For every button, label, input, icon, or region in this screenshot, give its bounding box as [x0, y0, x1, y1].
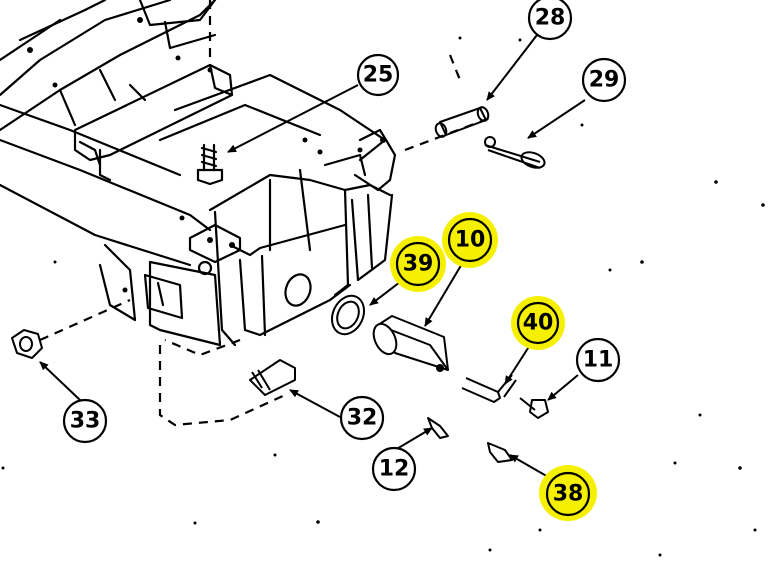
dashed-leaders [39, 0, 491, 427]
callout-28: 28 [527, 0, 573, 41]
leader-28 [486, 34, 538, 101]
grease-fitting-38 [487, 442, 513, 463]
callout-29: 29 [581, 57, 627, 103]
callout-10: 10 [447, 217, 493, 263]
leader-33 [39, 361, 81, 401]
leader-12 [394, 427, 433, 451]
loose-parts [11, 106, 549, 463]
callout-33: 33 [62, 398, 108, 444]
leader-25 [227, 84, 359, 153]
callout-32: 32 [339, 395, 385, 441]
svg-text:40: 40 [523, 311, 554, 336]
svg-text:39: 39 [403, 252, 434, 277]
callout-25: 25 [356, 53, 400, 97]
leader-29 [527, 99, 586, 139]
retaining-ring [330, 294, 366, 336]
small-bolt [519, 397, 549, 419]
svg-text:32: 32 [347, 406, 378, 431]
callout-39: 39 [395, 241, 441, 287]
clevis-pin [434, 106, 490, 138]
svg-text:10: 10 [455, 228, 486, 253]
fitting [249, 359, 296, 396]
callouts: 28 29 25 10 39 40 11 33 [62, 0, 627, 521]
svg-text:29: 29 [589, 68, 620, 93]
leader-10 [424, 261, 464, 327]
svg-text:25: 25 [363, 63, 394, 88]
leader-38 [509, 454, 551, 479]
grease-fitting-12 [427, 417, 449, 439]
leader-arrows [39, 34, 586, 479]
svg-text:28: 28 [535, 6, 566, 31]
leader-32 [289, 389, 341, 418]
svg-text:33: 33 [70, 409, 101, 434]
svg-text:12: 12 [379, 457, 410, 482]
lynch-pin [484, 136, 546, 169]
leader-11 [547, 374, 579, 401]
callout-12: 12 [371, 446, 417, 492]
leader-40 [504, 344, 531, 385]
speckles [1, 36, 765, 557]
frame-holes [27, 17, 386, 293]
hex-nut [11, 329, 43, 359]
callout-40: 40 [516, 301, 560, 345]
hitch-pin [372, 315, 449, 372]
callout-11: 11 [575, 337, 621, 383]
leader-39 [369, 281, 401, 306]
frame-assembly [0, 0, 397, 347]
svg-text:38: 38 [553, 482, 584, 507]
callout-38: 38 [545, 471, 591, 517]
svg-text:11: 11 [583, 348, 614, 373]
